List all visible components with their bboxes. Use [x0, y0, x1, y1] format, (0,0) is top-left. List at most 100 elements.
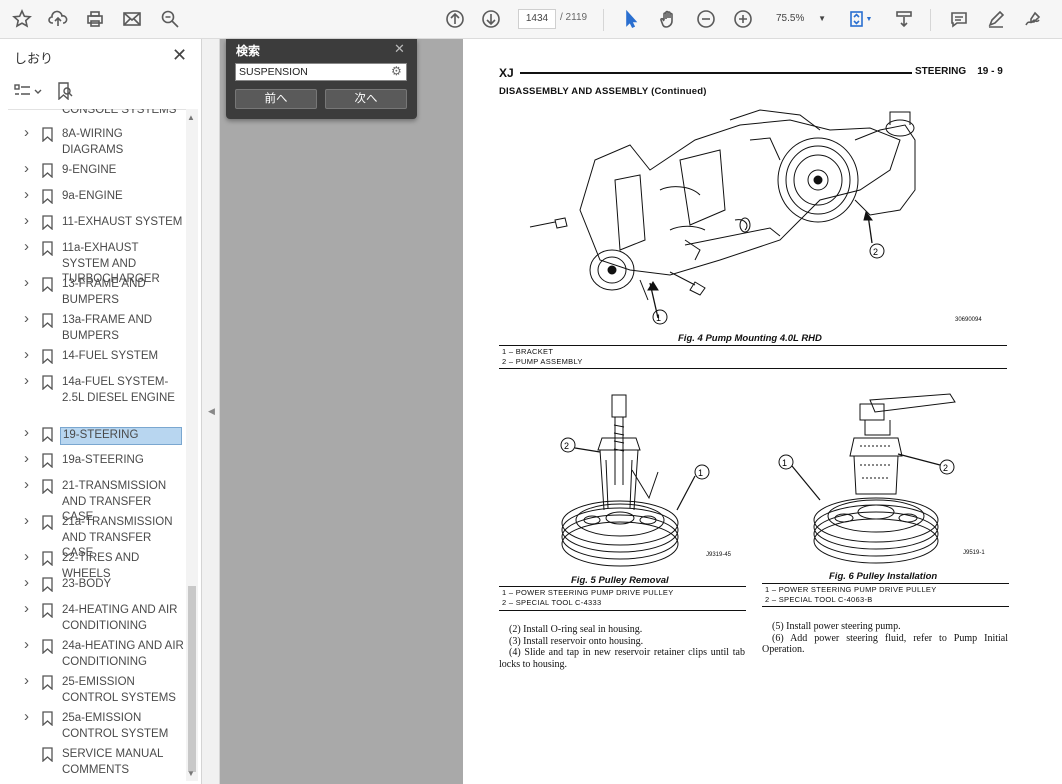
bookmarks-panel: しおり ✕ CONSOLE SYSTEMS›8A-WIRING DIAGRAMS…	[0, 39, 202, 784]
fig5-rule-bottom	[499, 610, 746, 611]
bookmark-label: 13a-FRAME AND BUMPERS	[62, 314, 153, 342]
chevron-right-icon[interactable]: ›	[24, 124, 29, 141]
zoom-select[interactable]: 75.5% ▼	[768, 9, 830, 29]
search-zoom-icon[interactable]	[158, 7, 182, 31]
page-number-input[interactable]: 1434	[518, 9, 556, 29]
scrollbar-thumb[interactable]	[188, 586, 196, 772]
highlight-pen-icon[interactable]	[984, 7, 1008, 31]
chevron-right-icon[interactable]: ›	[24, 512, 29, 529]
bookmark-icon	[42, 675, 53, 690]
callout-2: 2	[873, 247, 878, 257]
step-4: (4) Slide and tap in new reservoir retai…	[499, 647, 745, 670]
scroll-mode-icon[interactable]	[892, 7, 916, 31]
find-title: 検索	[236, 44, 261, 58]
fig6-rule-bottom	[762, 606, 1009, 607]
steps-left: (2) Install O-ring seal in housing. (3) …	[499, 624, 745, 670]
hand-tool-icon[interactable]	[656, 7, 680, 31]
bookmark-icon	[42, 711, 53, 726]
bookmark-icon	[42, 277, 53, 292]
print-icon[interactable]	[83, 7, 107, 31]
cloud-upload-icon[interactable]	[46, 7, 70, 31]
chevron-down-icon[interactable]: ▼	[865, 15, 873, 23]
close-icon[interactable]: ✕	[172, 45, 188, 65]
bookmark-label: 19a-STEERING	[62, 454, 144, 466]
page-header-left: XJ	[499, 66, 514, 80]
scroll-up-icon[interactable]: ▲	[187, 113, 195, 122]
email-icon[interactable]	[120, 7, 144, 31]
bookmark-icon	[42, 639, 53, 654]
bookmark-label: 9a-ENGINE	[62, 190, 123, 202]
chevron-right-icon[interactable]: ›	[24, 708, 29, 725]
comment-icon[interactable]	[947, 7, 971, 31]
bookmark-list: CONSOLE SYSTEMS›8A-WIRING DIAGRAMS›9-ENG…	[0, 109, 186, 781]
toolbar-divider	[603, 9, 604, 31]
chevron-right-icon[interactable]: ›	[24, 212, 29, 229]
sign-icon[interactable]	[1021, 7, 1045, 31]
toolbar-divider	[930, 9, 931, 31]
chevron-right-icon[interactable]: ›	[24, 636, 29, 653]
zoom-value: 75.5%	[776, 13, 805, 24]
bookmark-icon	[42, 577, 53, 592]
chevron-right-icon[interactable]: ›	[24, 424, 29, 441]
bookmark-icon	[42, 241, 53, 256]
collapse-panel-icon[interactable]: ◀	[208, 406, 215, 416]
fig4-legend-2: 2 – PUMP ASSEMBLY	[502, 357, 583, 366]
next-page-icon[interactable]	[479, 7, 503, 31]
chevron-right-icon[interactable]: ›	[24, 310, 29, 327]
chevron-right-icon[interactable]: ›	[24, 160, 29, 177]
bookmarks-title: しおり	[14, 51, 54, 66]
bookmark-label: 9-ENGINE	[62, 164, 117, 176]
options-menu-icon[interactable]	[14, 83, 42, 99]
page-fit-icon[interactable]	[845, 7, 869, 31]
bookmark-icon	[42, 313, 53, 328]
bookmarks-tools	[14, 81, 74, 101]
panel-splitter[interactable]: ◀	[202, 39, 220, 784]
bookmark-label: 22-TIRES AND WHEELS	[62, 552, 140, 580]
fig5-caption: Fig. 5 Pulley Removal	[571, 575, 669, 586]
bookmark-icon	[42, 747, 53, 762]
zoom-out-icon[interactable]	[694, 7, 718, 31]
callout-1: 1	[698, 468, 703, 478]
bookmark-label: 21-TRANSMISSION AND TRANSFER CASE	[62, 480, 167, 523]
pulley-installation-illustration: 1 2	[778, 393, 956, 564]
find-previous-button[interactable]: 前へ	[235, 89, 317, 109]
scroll-down-icon[interactable]: ▼	[187, 769, 195, 778]
fig4-caption: Fig. 4 Pump Mounting 4.0L RHD	[678, 333, 822, 344]
chevron-right-icon[interactable]: ›	[24, 372, 29, 389]
gear-icon[interactable]: ⚙	[391, 64, 402, 78]
bookmark-label: 23-BODY	[62, 578, 112, 590]
bookmark-label: SERVICE MANUAL COMMENTS	[62, 748, 163, 776]
previous-page-icon[interactable]	[443, 7, 467, 31]
zoom-in-icon[interactable]	[731, 7, 755, 31]
bookmark-icon	[42, 375, 53, 390]
chevron-right-icon[interactable]: ›	[24, 476, 29, 493]
fig4-rule-top	[499, 345, 1007, 346]
chevron-right-icon[interactable]: ›	[24, 346, 29, 363]
select-cursor-icon[interactable]	[619, 7, 643, 31]
fig5-legend-1: 1 – POWER STEERING PUMP DRIVE PULLEY	[502, 588, 674, 597]
bookmark-icon	[42, 427, 53, 442]
fig6-legend-2: 2 – SPECIAL TOOL C-4063-B	[765, 595, 873, 604]
bookmark-label: 11a-EXHAUST SYSTEM AND TURBOCHARGER	[62, 242, 160, 285]
chevron-right-icon[interactable]: ›	[24, 274, 29, 291]
find-next-button[interactable]: 次へ	[325, 89, 407, 109]
fig6-caption: Fig. 6 Pulley Installation	[829, 571, 938, 582]
chevron-right-icon[interactable]: ›	[24, 186, 29, 203]
chevron-right-icon[interactable]: ›	[24, 672, 29, 689]
chevron-down-icon: ▼	[818, 14, 826, 23]
bookmark-star-icon[interactable]	[10, 7, 34, 31]
chevron-right-icon[interactable]: ›	[24, 600, 29, 617]
chevron-right-icon[interactable]: ›	[24, 548, 29, 565]
find-bookmark-icon[interactable]	[56, 82, 74, 100]
bookmark-label: 8A-WIRING DIAGRAMS	[62, 128, 124, 156]
bookmarks-scrollbar[interactable]: ▲ ▼	[186, 109, 198, 781]
step-5: (5) Install power steering pump.	[772, 621, 901, 632]
chevron-right-icon[interactable]: ›	[24, 574, 29, 591]
step-3: (3) Install reservoir onto housing.	[509, 635, 644, 647]
header-rule	[520, 72, 912, 74]
callout-1: 1	[656, 313, 661, 323]
search-input[interactable]	[235, 63, 407, 81]
close-icon[interactable]: ✕	[394, 41, 405, 56]
chevron-right-icon[interactable]: ›	[24, 450, 29, 467]
chevron-right-icon[interactable]: ›	[24, 238, 29, 255]
